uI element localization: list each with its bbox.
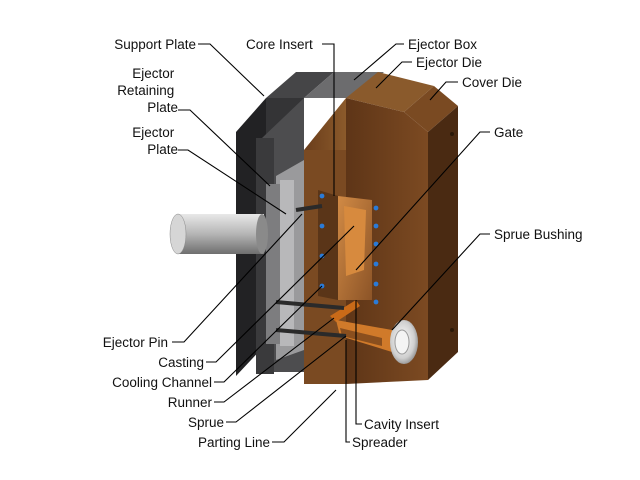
- leader-ejector-retaining-plate: [178, 109, 271, 187]
- label-cavity-insert: Cavity Insert: [364, 417, 439, 432]
- label-casting: Casting: [158, 355, 204, 370]
- label-cooling-channel: Cooling Channel: [112, 375, 212, 390]
- mold-assembly: [169, 72, 458, 384]
- cooling-dot: [319, 223, 325, 229]
- core-insert-pocket: [318, 190, 338, 300]
- leader-cavity-insert: [355, 300, 362, 425]
- casting: [344, 206, 366, 276]
- runner: [330, 300, 360, 322]
- cooling-dot: [373, 205, 379, 211]
- label-ejector-plate: Ejector Plate: [132, 125, 178, 157]
- leader-cover-die: [429, 81, 458, 101]
- leader-spreader: [345, 340, 350, 443]
- ejector-die-top-face: [346, 72, 434, 112]
- labels: Support Plate Ejector Retaining Plate Ej…: [103, 37, 583, 450]
- leader-parting-line: [272, 389, 337, 443]
- leader-sprue-bushing: [391, 233, 490, 331]
- label-ejector-die: Ejector Die: [416, 55, 482, 70]
- leader-runner: [214, 317, 335, 403]
- cooling-dot: [373, 281, 379, 287]
- cooling-dot: [373, 241, 379, 247]
- bolt-hole: [450, 132, 454, 136]
- hydraulic-rod-end: [169, 213, 187, 255]
- label-ejector-plate-line2: Plate: [147, 142, 178, 157]
- sprue-bushing-bore: [394, 329, 410, 355]
- ejector-pin-3: [275, 328, 347, 338]
- ejector-plate: [280, 180, 294, 346]
- label-ejector-retaining-plate: Ejector Retaining Plate: [117, 66, 178, 115]
- label-sprue-bushing: Sprue Bushing: [494, 227, 583, 242]
- leader-ejector-die: [375, 61, 412, 89]
- leader-support-plate: [198, 43, 265, 97]
- support-plate-top: [266, 72, 334, 98]
- label-ejector-retaining-plate-line3: Plate: [147, 100, 178, 115]
- label-runner: Runner: [168, 395, 213, 410]
- label-core-insert: Core Insert: [246, 37, 313, 52]
- label-ejector-retaining-plate-line1: Ejector: [132, 66, 175, 81]
- leader-ejector-plate: [178, 149, 287, 215]
- ejector-pin-2: [275, 300, 345, 310]
- label-cover-die: Cover Die: [462, 75, 522, 90]
- leader-sprue: [226, 335, 347, 423]
- label-parting-line: Parting Line: [198, 435, 270, 450]
- cooling-dot: [373, 299, 379, 305]
- label-ejector-retaining-plate-line2: Retaining: [117, 83, 174, 98]
- label-ejector-box: Ejector Box: [408, 37, 477, 52]
- leader-casting: [206, 225, 355, 363]
- label-support-plate: Support Plate: [114, 37, 196, 52]
- ejector-box-top: [304, 72, 384, 98]
- label-gate: Gate: [494, 125, 523, 140]
- bolt-hole: [450, 328, 454, 332]
- cooling-dot: [319, 253, 325, 259]
- ejector-retaining-plate: [266, 184, 280, 344]
- label-spreader: Spreader: [352, 435, 408, 450]
- cover-die-top: [404, 86, 458, 132]
- leader-ejector-box: [353, 43, 404, 81]
- label-sprue: Sprue: [188, 415, 224, 430]
- cooling-dot: [373, 223, 379, 229]
- hydraulic-rod-tip: [256, 214, 268, 254]
- leader-gate: [355, 131, 490, 271]
- cooling-dot: [319, 193, 325, 199]
- hydraulic-rod-body: [178, 214, 264, 254]
- cover-die-right: [428, 106, 458, 380]
- cooling-channels: [319, 193, 379, 305]
- ejector-pin-1: [295, 204, 323, 212]
- cooling-dot: [373, 261, 379, 267]
- leader-cooling-channel: [214, 285, 323, 383]
- label-ejector-pin: Ejector Pin: [103, 335, 168, 350]
- leader-lines: [172, 43, 490, 443]
- spreader: [340, 328, 382, 346]
- leader-ejector-pin: [172, 213, 303, 343]
- label-ejector-plate-line1: Ejector: [132, 125, 175, 140]
- leader-core-insert: [322, 43, 335, 196]
